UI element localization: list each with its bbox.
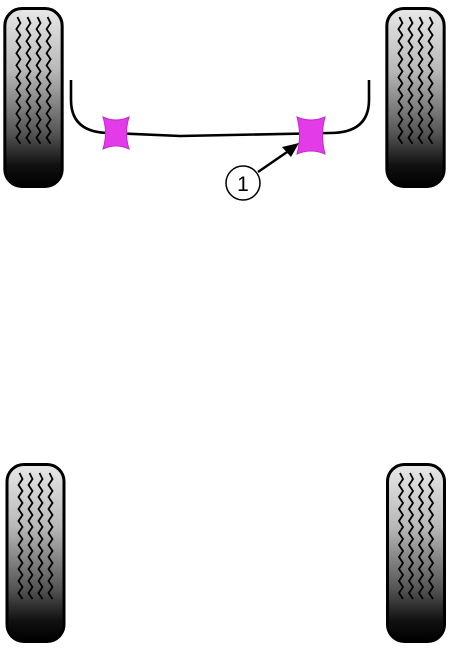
callout-label: 1	[237, 173, 249, 196]
callout-arrow-icon	[257, 148, 291, 174]
polyurethane-bush-icon	[296, 116, 326, 155]
anti-roll-bar-icon	[69, 80, 371, 138]
polyurethane-bush-icon	[102, 116, 130, 150]
tyre-icon	[3, 7, 64, 188]
arrowhead	[282, 143, 299, 157]
callout-circle	[225, 165, 261, 201]
tyre-icon	[385, 7, 446, 188]
tyre-icon	[385, 463, 447, 643]
tyre-icon	[5, 463, 66, 643]
